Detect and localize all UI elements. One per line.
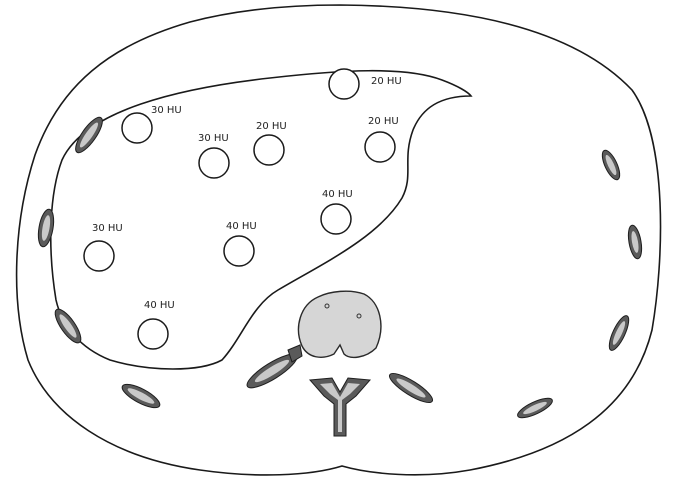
hu-label: 30 HU [92,223,123,234]
roi-circle [224,236,254,266]
hu-label: 40 HU [144,300,175,311]
roi-circle [84,241,114,271]
hu-label: 20 HU [256,121,287,132]
hu-label: 20 HU [371,76,402,87]
roi-circle [138,319,168,349]
hu-label: 40 HU [226,221,257,232]
roi-circle [254,135,284,165]
roi-circle [199,148,229,178]
roi-circle [329,69,359,99]
roi-circle [365,132,395,162]
hu-label: 30 HU [198,133,229,144]
roi-circle [321,204,351,234]
hu-label: 40 HU [322,189,353,200]
hu-label: 30 HU [151,105,182,116]
roi-circle [122,113,152,143]
hu-label: 20 HU [368,116,399,127]
